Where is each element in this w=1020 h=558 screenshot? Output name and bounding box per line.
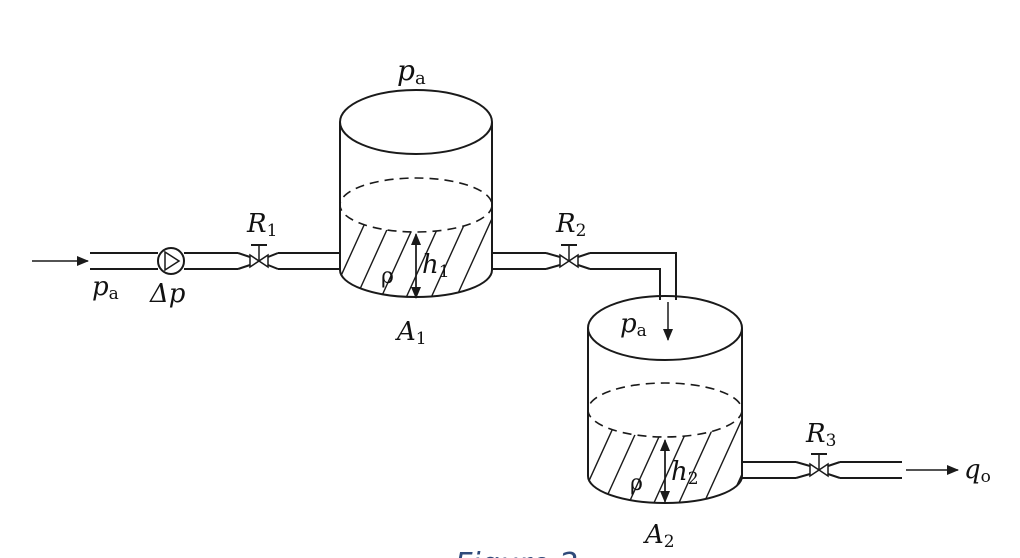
inlet-pressure-label: pa [92, 272, 119, 304]
outlet-pipe [742, 461, 796, 479]
tank1-liquid-hatch [340, 205, 492, 297]
outlet-pipe-end [840, 461, 902, 479]
a1-label: A1 [395, 317, 427, 349]
valve-r2-icon [545, 244, 591, 270]
tank1-top-pressure-label: pa [397, 54, 426, 89]
inlet-pipe [90, 252, 238, 270]
outflow-label: qo [964, 455, 991, 487]
r2-label: R2 [555, 209, 586, 241]
valve-r1-icon [237, 244, 279, 270]
figure-caption: Figure 2 [455, 547, 578, 558]
rho1-label: ρ [381, 264, 394, 289]
pipe-tank1-r2 [492, 252, 546, 270]
tank2-liquid-hatch [588, 410, 742, 503]
tank2-pressure-label: pa [620, 309, 647, 341]
h1-label: h1 [422, 250, 450, 282]
tank-2 [587, 295, 743, 504]
rho2-label: ρ [630, 471, 643, 496]
r3-label: R3 [805, 419, 836, 451]
h2-label: h2 [671, 457, 699, 489]
pipe-r2-tank2 [590, 252, 677, 341]
pump-icon [157, 247, 185, 275]
a2-label: A2 [643, 520, 675, 552]
pipe-r1-tank1 [278, 252, 340, 270]
valve-r3-icon [795, 453, 841, 479]
pump-delta-label: Δp [149, 279, 186, 309]
r1-label: R1 [246, 209, 277, 241]
